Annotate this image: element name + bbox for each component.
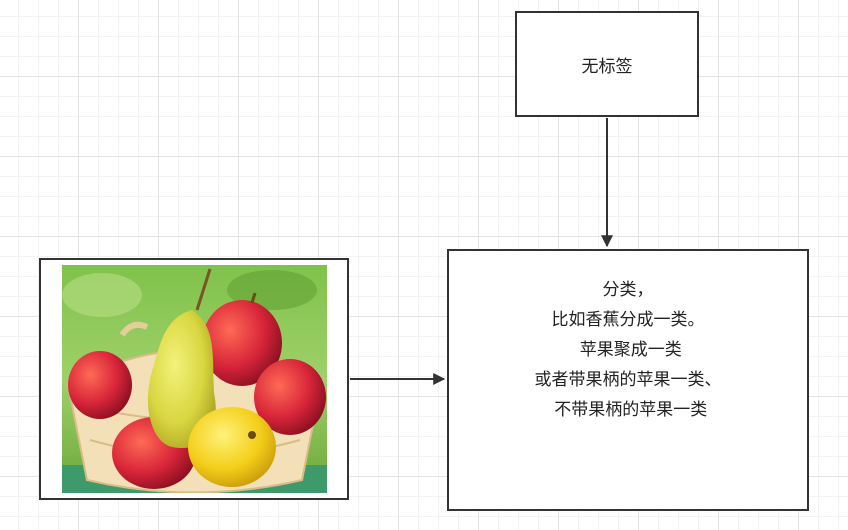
classification-line: 比如香蕉分成一类。 (535, 305, 722, 335)
classification-line: 或者带果柄的苹果一类、 (535, 365, 722, 395)
classification-line: 苹果聚成一类 (535, 335, 722, 365)
classification-line: 不带果柄的苹果一类 (535, 395, 722, 425)
fruit-basket-image (62, 265, 327, 493)
node-classification[interactable]: 分类， 比如香蕉分成一类。 苹果聚成一类 或者带果柄的苹果一类、 不带果柄的苹果… (447, 249, 809, 511)
node-fruit-image[interactable] (39, 258, 349, 500)
node-no-label-text: 无标签 (582, 52, 633, 77)
classification-text: 分类， 比如香蕉分成一类。 苹果聚成一类 或者带果柄的苹果一类、 不带果柄的苹果… (535, 275, 722, 425)
node-no-label[interactable]: 无标签 (515, 11, 699, 117)
classification-line: 分类， (535, 275, 722, 305)
